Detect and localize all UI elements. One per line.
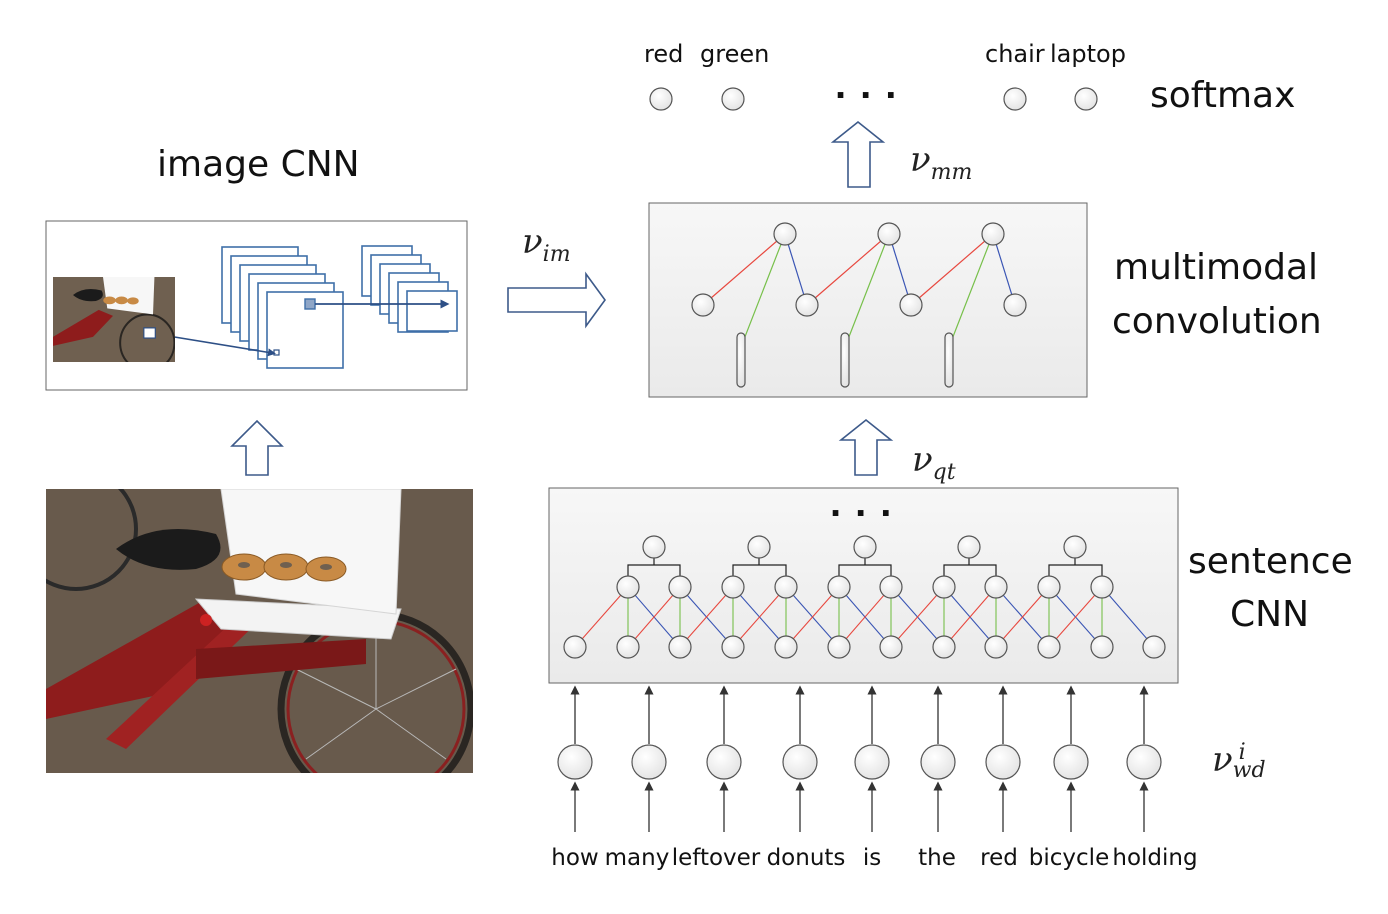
receptive-field-patch (304, 298, 316, 310)
sentence-node-mid (1090, 575, 1114, 599)
sentence-edge-red (890, 586, 945, 648)
sentence-node-mid (721, 575, 745, 599)
feature-maps-layer1 (221, 246, 344, 369)
pooling-bracket (838, 558, 892, 576)
question-word-donuts: donuts (766, 845, 846, 871)
sentence-ellipsis: ... (830, 481, 906, 525)
softmax-word-red: red (644, 40, 684, 68)
sentence-node-bottom (616, 635, 640, 659)
sentence-node-mid (879, 575, 903, 599)
sentence-node-top (747, 535, 771, 559)
v-mm-label: νmm (910, 140, 973, 185)
sentence-edge-red (943, 586, 997, 648)
multimodal-nodes (691, 222, 1027, 388)
softmax-nodes (649, 87, 1098, 111)
sentence-edge-red (785, 586, 840, 648)
sentence-node-top (853, 535, 877, 559)
arrow-up-v-qt (838, 418, 894, 476)
softmax-ellipsis: ... (835, 63, 911, 107)
question-word-many: many (604, 845, 670, 871)
sentence-node-top (642, 535, 666, 559)
sentence-node-top (957, 535, 981, 559)
image-cnn-title: image CNN (157, 144, 360, 185)
sentence-node-mid (827, 575, 851, 599)
sentence-label-line1: sentence (1188, 541, 1353, 582)
sentence-edge-red (574, 586, 629, 648)
arrow-up-image-to-cnn (230, 419, 284, 476)
sentence-node-bottom (1090, 635, 1114, 659)
sentence-node-mid (984, 575, 1008, 599)
pooling-bracket (627, 558, 681, 576)
sentence-cnn-panel (548, 487, 1179, 684)
sentence-node-bottom (563, 635, 587, 659)
feature-maps-layer2 (361, 245, 458, 333)
sentence-label-line2: CNN (1230, 594, 1309, 635)
sentence-cnn-network (563, 535, 1166, 659)
sentence-node-bottom (984, 635, 1008, 659)
sentence-edge-red (732, 586, 787, 648)
word-embedding-node (706, 744, 742, 780)
multimodal-label-line1: multimodal (1114, 247, 1319, 288)
small-kernel-mark (273, 349, 280, 356)
multimodal-label-line2: convolution (1112, 301, 1322, 342)
softmax-label: softmax (1150, 75, 1296, 116)
question-word-red: red (980, 845, 1018, 871)
question-word-holding: holding (1112, 845, 1198, 871)
sentence-node-bottom (721, 635, 745, 659)
word-embedding-node (782, 744, 818, 780)
sentence-node-bottom (774, 635, 798, 659)
arrow-up-v-mm (830, 120, 886, 188)
sentence-node-mid (668, 575, 692, 599)
softmax-word-chair: chair (985, 40, 1045, 68)
question-word-how: how (551, 845, 599, 871)
softmax-word-green: green (700, 40, 770, 68)
word-embedding-node (985, 744, 1021, 780)
bicycle-thumbnail (53, 277, 175, 362)
sentence-edge-red (1048, 586, 1103, 648)
arrow-right-v-im (507, 271, 606, 329)
question-word-bicycle: bicycle (1028, 845, 1110, 871)
sentence-edge-red (679, 586, 734, 648)
word-embedding-node (631, 744, 667, 780)
pooling-bracket (943, 558, 997, 576)
word-embedding-node (854, 744, 890, 780)
question-word-the: the (918, 845, 956, 871)
sentence-node-bottom (1142, 635, 1166, 659)
word-embedding-node (920, 744, 956, 780)
word-embedding-node (557, 744, 593, 780)
v-im-label: νim (522, 222, 571, 267)
bicycle-donuts-photo (46, 489, 473, 773)
sentence-node-top (1063, 535, 1087, 559)
sentence-edge-red (627, 586, 681, 648)
sentence-edge-red (838, 586, 892, 648)
pooling-bracket (732, 558, 787, 576)
softmax-word-laptop: laptop (1050, 40, 1126, 68)
multimodal-edges (702, 233, 1016, 348)
sentence-node-mid (774, 575, 798, 599)
sentence-node-bottom (827, 635, 851, 659)
sentence-node-bottom (668, 635, 692, 659)
sentence-node-bottom (932, 635, 956, 659)
question-word-is: is (862, 845, 882, 871)
sentence-node-bottom (1037, 635, 1061, 659)
sentence-edge-blue (1101, 586, 1155, 648)
sentence-edge-red (995, 586, 1050, 648)
word-embedding-layer (557, 685, 1162, 832)
question-word-leftover: leftover (671, 845, 761, 871)
sentence-node-bottom (879, 635, 903, 659)
word-embedding-node (1053, 744, 1089, 780)
sentence-node-mid (932, 575, 956, 599)
sentence-node-mid (1037, 575, 1061, 599)
sentence-node-mid (616, 575, 640, 599)
v-qt-label: νqt (912, 440, 956, 485)
pooling-bracket (1048, 558, 1103, 576)
word-embedding-node (1126, 744, 1162, 780)
